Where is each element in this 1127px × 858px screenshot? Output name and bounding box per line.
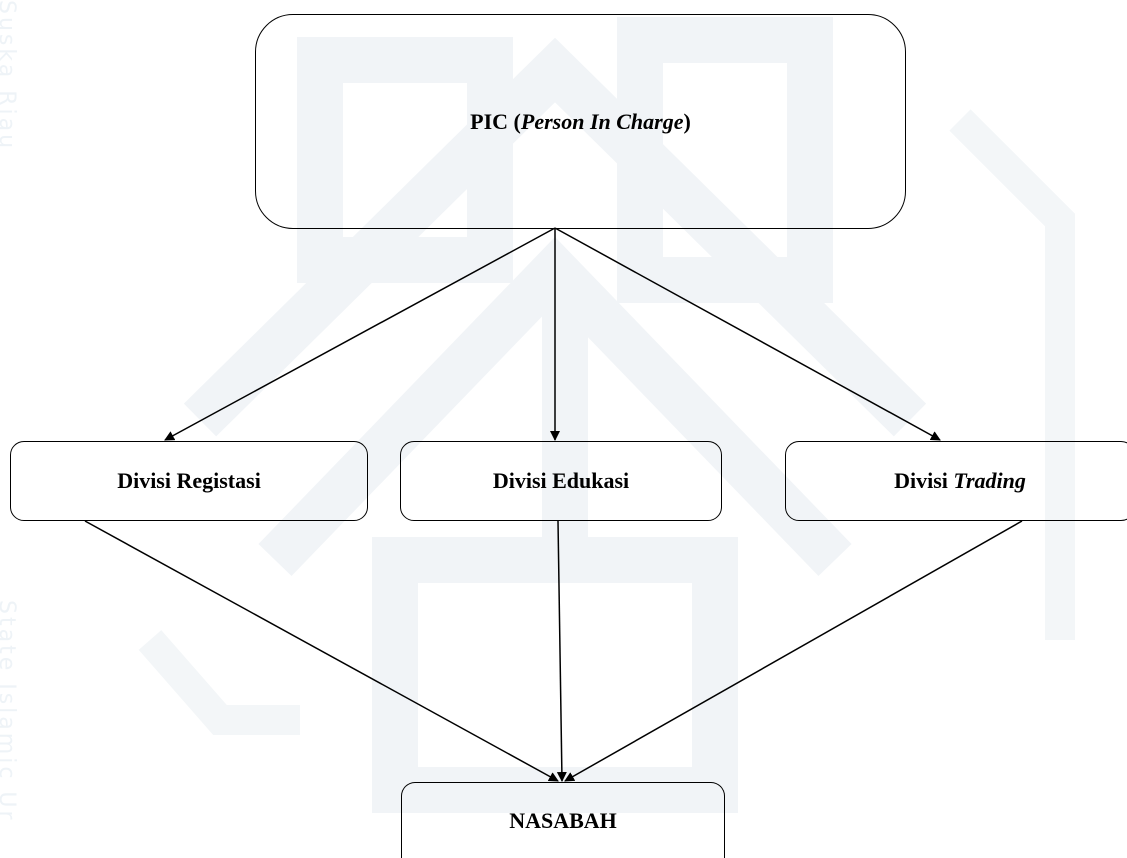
edge-pic-trading [554,227,941,441]
node-divisi-trading-label: Divisi Trading [894,468,1026,493]
node-pic: PIC (Person In Charge) [255,14,906,229]
watermark-bottom-text: State Islamic Ur [0,600,19,823]
node-divisi-edukasi-label: Divisi Edukasi [492,468,630,493]
edge-pic-registrasi [164,227,556,441]
node-divisi-registasi: Divisi Registasi [10,441,368,521]
node-nasabah: NASABAH [401,782,725,858]
node-pic-label: PIC (Person In Charge) [470,108,691,134]
node-divisi-registasi-label: Divisi Registasi [117,468,261,493]
node-divisi-edukasi: Divisi Edukasi [400,441,722,521]
node-divisi-trading: Divisi Trading [785,441,1127,521]
edge-trading-nasabah [564,520,1023,782]
watermark-top-text: Suska Riau [0,0,19,152]
edge-registrasi-nasabah [84,520,559,782]
edge-edukasi-nasabah [556,520,567,782]
node-nasabah-label: NASABAH [509,807,617,833]
